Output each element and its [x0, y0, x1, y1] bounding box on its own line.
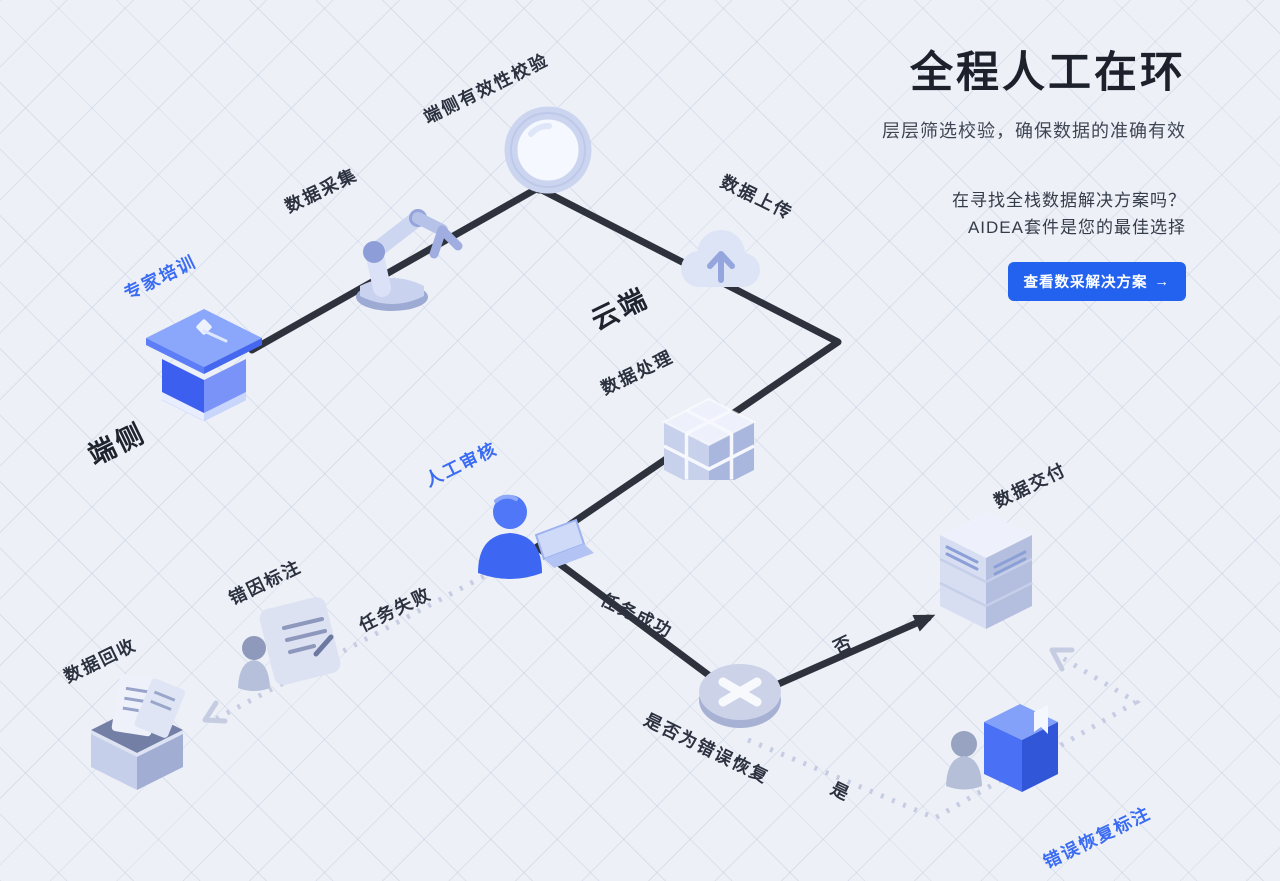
server-stack-icon: [939, 512, 1033, 629]
cloud-upload-icon: [681, 230, 760, 287]
pitch-line-1: 在寻找全栈数据解决方案吗？: [952, 191, 1186, 210]
failure-dotted-line: [210, 562, 507, 724]
pitch-text: 在寻找全栈数据解决方案吗？ AIDEA套件是您的最佳选择: [952, 187, 1186, 241]
cta-label: 查看数采解决方案: [1023, 275, 1148, 291]
view-solution-button[interactable]: 查看数采解决方案 →: [1007, 262, 1186, 301]
recovery-dotted-line: [747, 651, 1141, 821]
person-laptop-icon: [478, 494, 594, 579]
header: 全程人工在环 层层筛选校验，确保数据的准确有效 在寻找全栈数据解决方案吗？ AI…: [882, 38, 1186, 301]
page-subtitle: 层层筛选校验，确保数据的准确有效: [882, 121, 1186, 141]
pitch-line-2: AIDEA套件是您的最佳选择: [967, 218, 1186, 237]
robot-arm-icon: [356, 209, 463, 311]
document-box-icon: [91, 673, 185, 790]
magnifier-icon: [504, 106, 592, 194]
recovery-arrow-chevron: [1049, 647, 1075, 672]
person-document-icon: [238, 597, 341, 691]
person-book-icon: [946, 704, 1058, 792]
graduation-podium-icon: [146, 309, 262, 421]
failure-arrow-chevron: [202, 700, 228, 724]
cube-cluster-icon: [661, 397, 757, 480]
page-title: 全程人工在环: [910, 49, 1186, 97]
decision-x-icon: [699, 664, 781, 728]
arrow-right-icon: →: [1154, 273, 1170, 290]
